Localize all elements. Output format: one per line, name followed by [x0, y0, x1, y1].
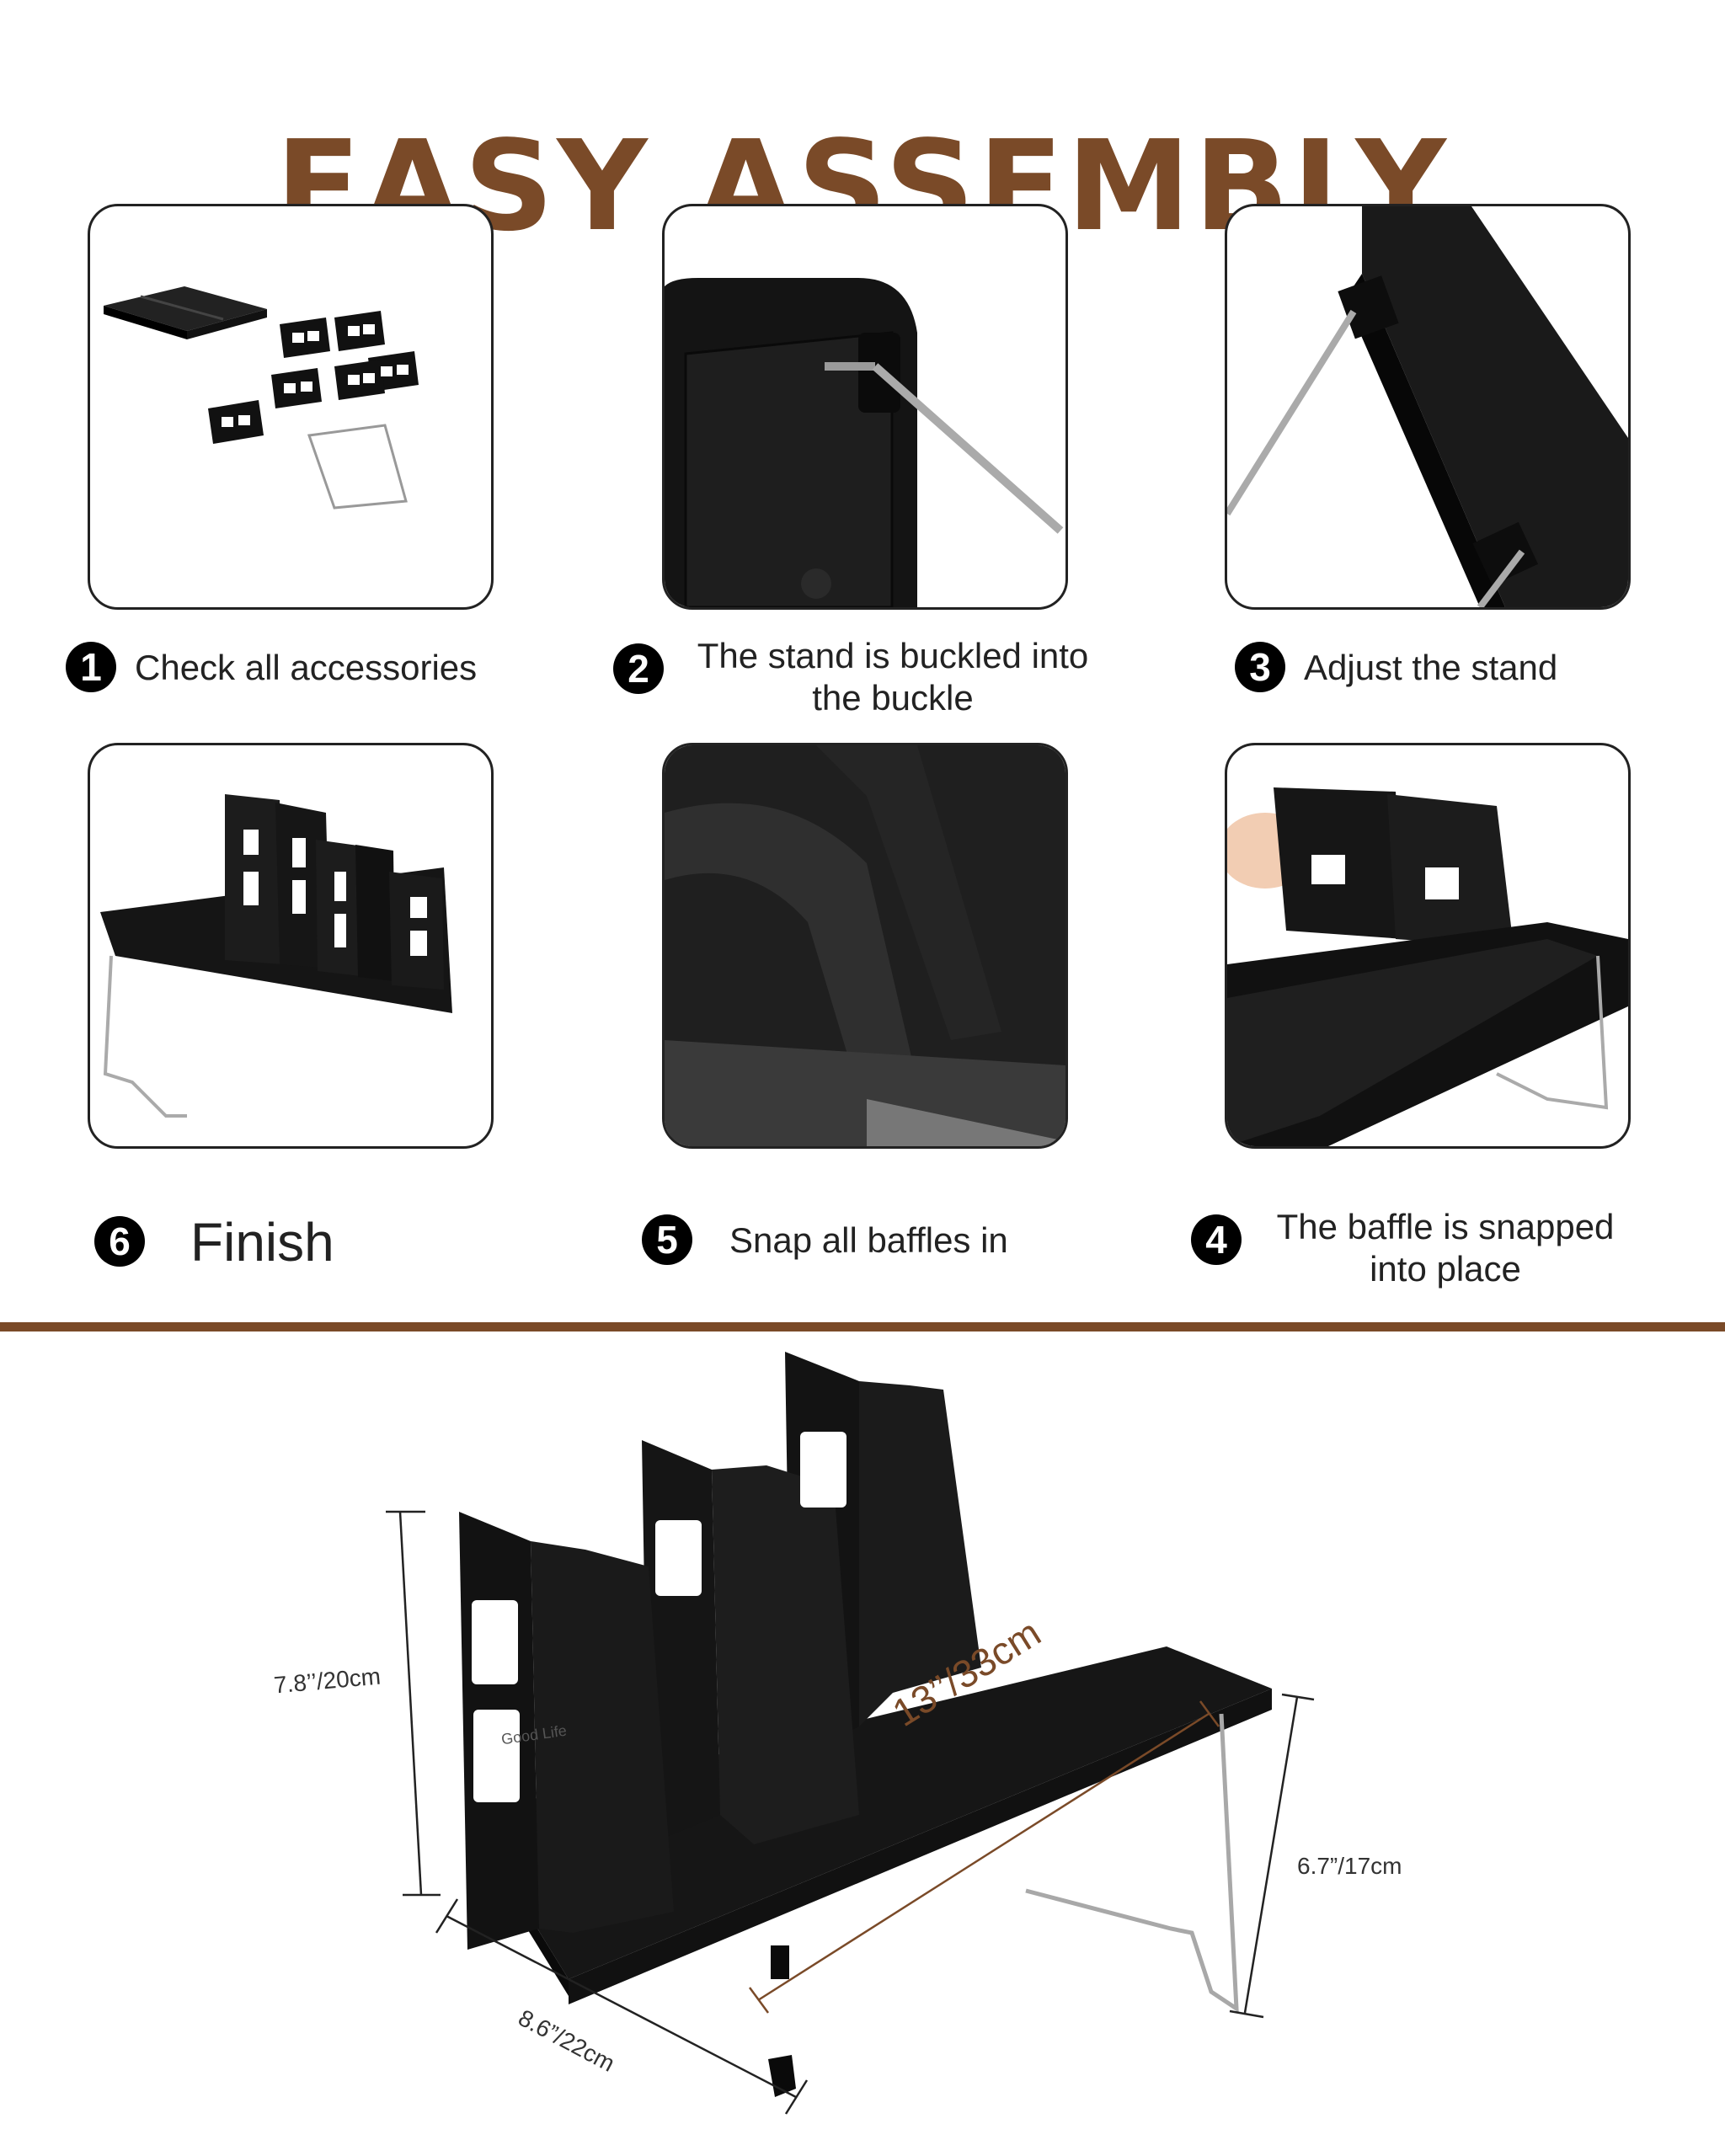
step-label: Check all accessories: [135, 648, 478, 687]
baffle-snapped-illustration: [1227, 787, 1628, 1146]
baffles-closeup-illustration: [665, 745, 1065, 1146]
stand-buckle-illustration: [665, 278, 1064, 607]
step-label: Finish: [190, 1212, 334, 1273]
finished-rack-illustration: [100, 794, 452, 1118]
step-label: Adjust the stand: [1304, 648, 1558, 687]
product-dimension-illustration: [386, 1352, 1315, 2115]
adjust-stand-illustration: [1227, 206, 1628, 607]
step-label: Snap all baffles in: [729, 1220, 1008, 1260]
step-3-photo: [1225, 204, 1631, 610]
step-3-caption: 3 Adjust the stand: [1235, 642, 1557, 692]
step-1-photo: [88, 204, 494, 610]
section-divider: [0, 1322, 1725, 1331]
step-6-photo: [88, 743, 494, 1149]
step-6-caption: 6 Finish: [94, 1213, 334, 1272]
stand-height-label: 6.7”/17cm: [1297, 1853, 1402, 1879]
step-number-badge: 5: [642, 1214, 692, 1265]
step-number-badge: 3: [1235, 642, 1285, 692]
step-5-photo: [662, 743, 1068, 1149]
step-number-badge: 4: [1191, 1214, 1242, 1265]
step-number-badge: 6: [94, 1216, 145, 1267]
step-number-badge: 2: [613, 643, 664, 694]
step-number-badge: 1: [66, 642, 116, 692]
step-label: The baffle is snapped into place: [1276, 1207, 1615, 1289]
step-5-caption: 5 Snap all baffles in: [642, 1214, 1008, 1265]
step-2-photo: [662, 204, 1068, 610]
step-4-caption: 4 The baffle is snapped into place: [1191, 1206, 1663, 1290]
step-4-photo: [1225, 743, 1631, 1149]
accessories-illustration: [104, 286, 419, 510]
step-2-caption: 2 The stand is buckled into the buckle: [613, 635, 1119, 719]
step-1-caption: 1 Check all accessories: [66, 642, 477, 692]
step-label: The stand is buckled into the buckle: [697, 636, 1089, 718]
